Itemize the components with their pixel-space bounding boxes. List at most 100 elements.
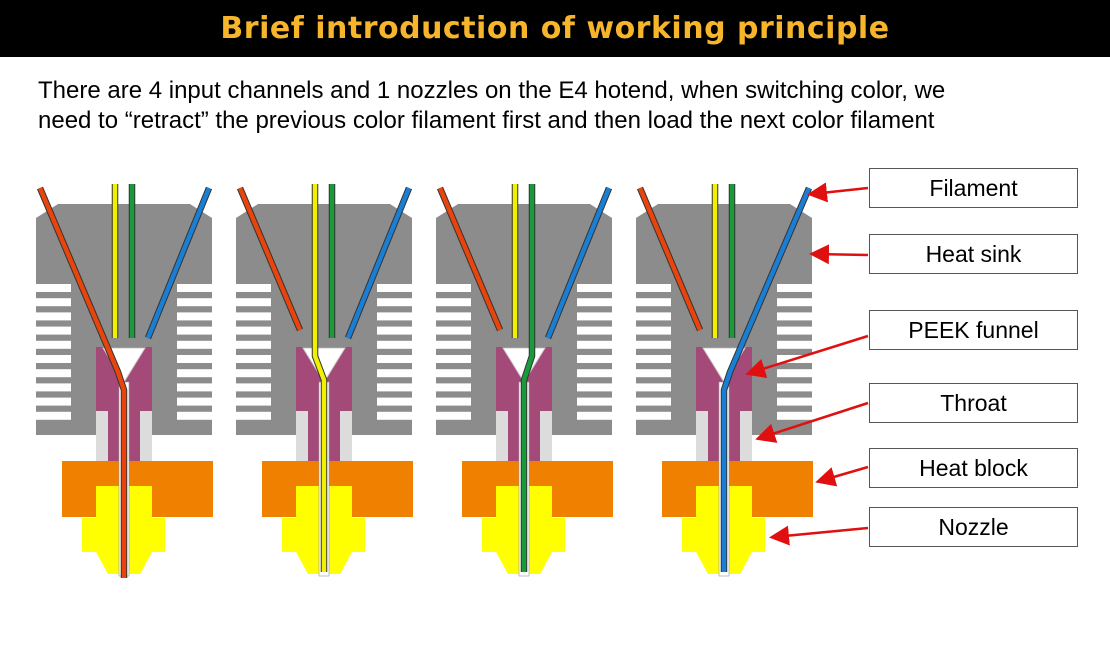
label-heat-block: Heat block: [869, 448, 1078, 488]
fin-left: [636, 355, 671, 363]
fin-left: [436, 312, 471, 321]
fin-left: [36, 340, 71, 349]
fin-left: [36, 298, 71, 307]
fin-right: [377, 284, 412, 292]
filament-blue: [145, 187, 212, 339]
fin-left: [236, 383, 271, 392]
label-filament: Filament: [869, 168, 1078, 208]
fin-left: [636, 397, 671, 406]
fin-right: [377, 383, 412, 392]
title-bar: Brief introduction of working principle: [0, 0, 1110, 57]
fin-right: [577, 298, 612, 307]
fin-right: [777, 369, 812, 378]
fin-right: [777, 383, 812, 392]
fin-left: [636, 298, 671, 307]
fin-right: [377, 298, 412, 307]
fin-right: [177, 340, 212, 349]
intro-text: There are 4 input channels and 1 nozzles…: [38, 76, 1078, 136]
label-throat: Throat: [869, 383, 1078, 423]
fin-left: [636, 340, 671, 349]
fin-left: [436, 326, 471, 335]
hotend-3: [436, 184, 613, 577]
fin-right: [577, 383, 612, 392]
fin-left: [436, 411, 471, 420]
fin-left: [236, 355, 271, 363]
fin-right: [777, 411, 812, 420]
fin-left: [236, 340, 271, 349]
fin-right: [577, 340, 612, 349]
fin-right: [377, 369, 412, 378]
fin-right: [177, 298, 212, 307]
arrow-heat-block: [815, 465, 869, 487]
heat-sink: [436, 204, 612, 435]
fin-left: [236, 298, 271, 307]
arrow-heat-sink: [809, 244, 869, 265]
fin-left: [436, 298, 471, 307]
fin-right: [577, 284, 612, 292]
arrow-nozzle: [769, 525, 869, 546]
fin-left: [636, 312, 671, 321]
filament-red: [37, 187, 127, 578]
fin-right: [377, 411, 412, 420]
filament-blue: [545, 187, 612, 339]
fin-right: [377, 355, 412, 363]
fin-right: [177, 355, 212, 363]
fin-left: [636, 284, 671, 292]
fin-left: [236, 326, 271, 335]
fin-left: [36, 411, 71, 420]
fin-right: [377, 397, 412, 406]
fin-left: [236, 369, 271, 378]
fin-left: [636, 369, 671, 378]
fin-right: [177, 369, 212, 378]
fin-left: [436, 284, 471, 292]
fin-left: [36, 369, 71, 378]
fin-left: [36, 326, 71, 335]
arrow-peek-funnel: [745, 334, 869, 379]
label-heat-sink: Heat sink: [869, 234, 1078, 274]
fin-left: [436, 369, 471, 378]
fin-right: [777, 397, 812, 406]
fin-right: [577, 312, 612, 321]
fin-right: [177, 326, 212, 335]
fin-left: [36, 397, 71, 406]
heat-sink: [36, 204, 212, 435]
fin-left: [636, 326, 671, 335]
fin-right: [577, 369, 612, 378]
fin-right: [177, 411, 212, 420]
fin-left: [36, 355, 71, 363]
label-nozzle: Nozzle: [869, 507, 1078, 547]
fin-left: [436, 340, 471, 349]
label-peek-funnel: PEEK funnel: [869, 310, 1078, 350]
filament-red: [437, 187, 503, 331]
fin-right: [577, 411, 612, 420]
fin-right: [577, 355, 612, 363]
fin-left: [436, 355, 471, 363]
arrow-throat: [755, 401, 869, 443]
fin-left: [436, 383, 471, 392]
fin-right: [577, 326, 612, 335]
fin-left: [36, 383, 71, 392]
fin-left: [36, 312, 71, 321]
heat-sink: [636, 204, 812, 435]
fin-left: [436, 397, 471, 406]
fin-right: [777, 340, 812, 349]
filament-yellow: [312, 184, 327, 572]
filament-red: [237, 187, 303, 331]
fin-left: [236, 411, 271, 420]
fin-right: [177, 383, 212, 392]
page-title: Brief introduction of working principle: [220, 11, 890, 46]
fin-right: [377, 326, 412, 335]
fin-left: [236, 312, 271, 321]
hotend-4: [636, 184, 813, 577]
fin-right: [777, 298, 812, 307]
filament-blue: [345, 187, 412, 339]
arrow-filament: [807, 182, 869, 203]
fin-left: [636, 383, 671, 392]
hotend-1: [36, 184, 213, 578]
fin-right: [777, 312, 812, 321]
fin-right: [777, 326, 812, 335]
fin-right: [577, 397, 612, 406]
fin-right: [177, 312, 212, 321]
filament-blue: [721, 187, 812, 572]
